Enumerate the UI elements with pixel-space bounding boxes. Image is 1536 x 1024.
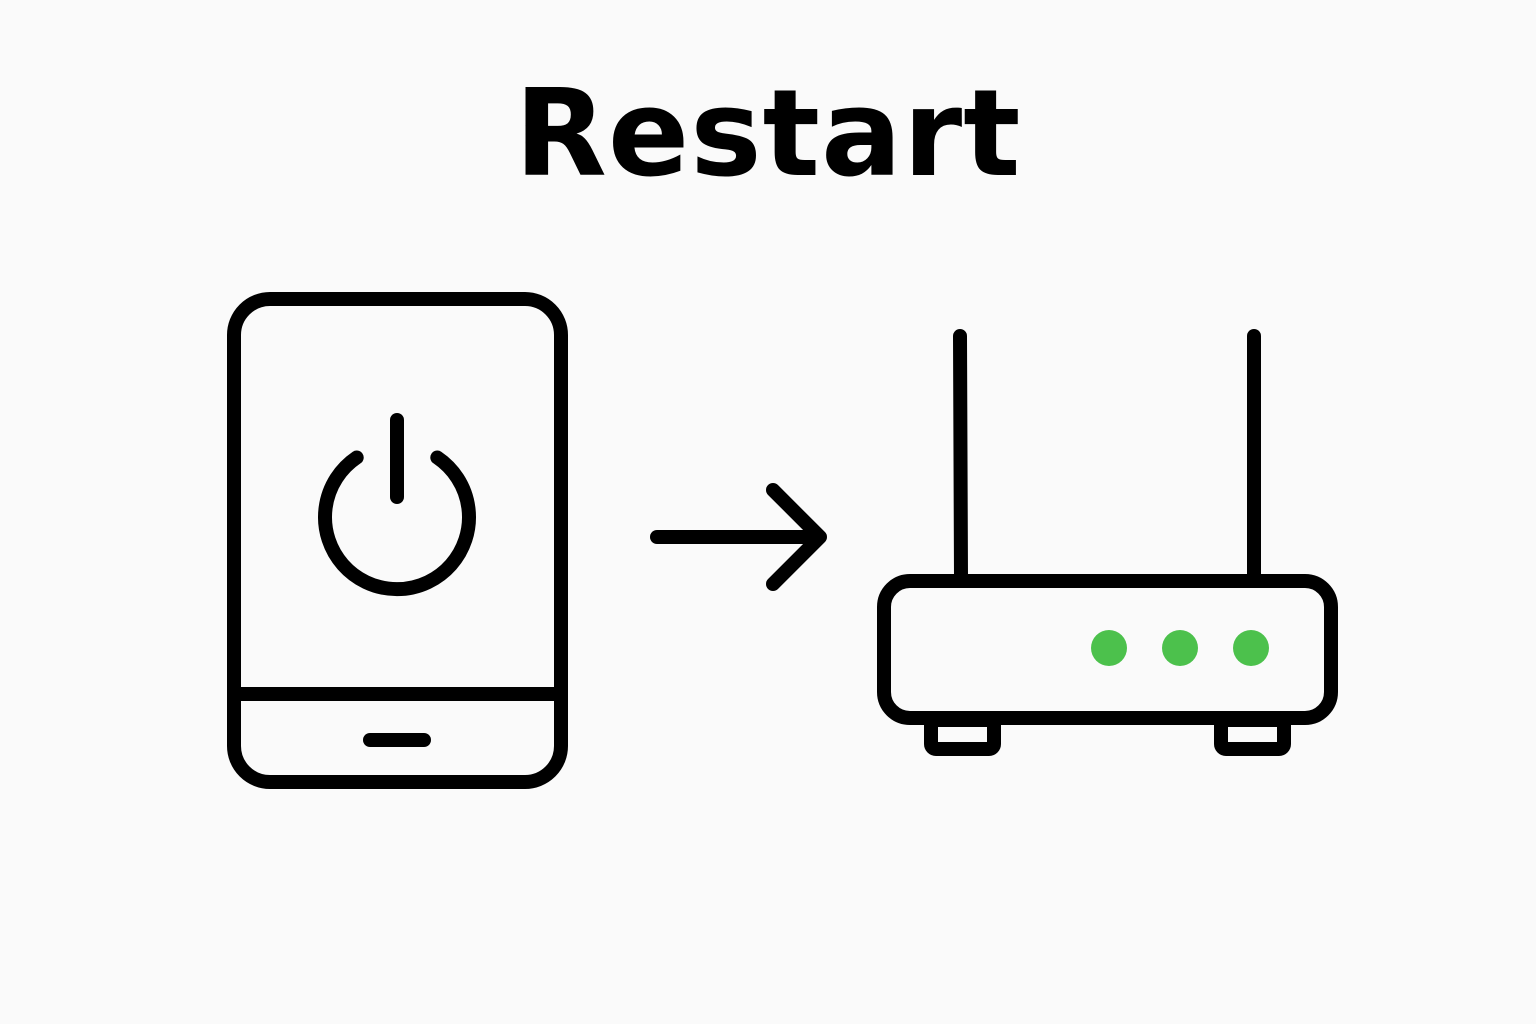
router-status-light-3 <box>1233 630 1269 666</box>
router-antenna-left <box>953 329 968 585</box>
router-status-light-1 <box>1091 630 1127 666</box>
power-icon <box>318 413 476 597</box>
page-title: Restart <box>514 65 1022 204</box>
arrow-right-icon <box>650 483 827 591</box>
power-icon-arc <box>318 450 476 597</box>
arrow-head <box>766 483 827 591</box>
tablet-icon <box>227 292 568 789</box>
tablet-body <box>227 292 568 789</box>
router-icon <box>877 329 1338 756</box>
router-status-light-2 <box>1162 630 1198 666</box>
